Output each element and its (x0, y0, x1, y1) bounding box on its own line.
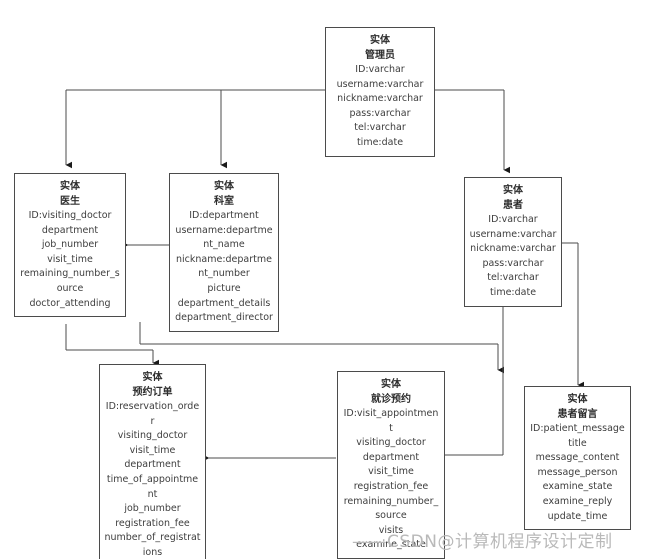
csdn-watermark: ——CSDN@计算机程序设计定制 (352, 532, 613, 552)
entity-attribute: username:varchar (469, 228, 557, 240)
entity-attribute: remaining_number_source (343, 495, 439, 522)
entity-attribute: ID:patient_message (530, 423, 625, 434)
entity-name-label: 医生 (60, 196, 80, 207)
entity-attribute: pass:varchar (482, 257, 544, 269)
entity-attribute: number_of_registrations (104, 532, 201, 558)
entity-attribute: examine_state (356, 539, 426, 551)
entity-kind-label: 实体 (60, 181, 80, 192)
entity-attribute: visit_time (368, 466, 414, 478)
entity-attribute: ID:varchar (488, 214, 538, 225)
entity-attribute: tel:varchar (487, 272, 539, 284)
entity-attribute: time_of_appointment (106, 473, 199, 500)
entity-attribute: job_number (124, 503, 181, 515)
entity-name-label: 管理员 (365, 50, 395, 61)
entity-kind-label: 实体 (142, 372, 163, 383)
entity-attribute: registration_fee (353, 480, 429, 492)
entity-attribute: tel:varchar (354, 122, 406, 134)
entity-attribute: visit_time (129, 444, 176, 456)
entity-name-label: 预约订单 (132, 387, 173, 398)
entity-name-label: 患者 (503, 200, 523, 211)
entity-attribute: nickname:varchar (470, 243, 556, 255)
entity-attribute: nickname:department_number (176, 253, 272, 280)
entity-attribute: title (568, 437, 587, 449)
entity-attribute: visits (378, 524, 404, 536)
entity-attribute: time:date (356, 136, 404, 148)
entity-reservation-order[interactable]: 实体 预约订单 ID:reservation_order visiting_do… (99, 364, 206, 559)
entity-name-label: 就诊预约 (371, 394, 411, 405)
entity-kind-label: 实体 (381, 379, 401, 390)
entity-attribute: username:department_name (175, 224, 273, 251)
entity-attribute: pass:varchar (349, 107, 411, 119)
entity-attribute: department (41, 224, 99, 236)
entity-name-label: 患者留言 (557, 409, 598, 420)
entity-kind-label: 实体 (503, 185, 523, 196)
entity-attribute: ID:visit_appointment (343, 408, 439, 434)
entity-doctor[interactable]: 实体 医生 ID:visiting_doctor department job_… (14, 173, 126, 318)
entity-attribute: ID:reservation_order (105, 401, 200, 427)
entity-attribute: username:varchar (336, 78, 424, 90)
entity-attribute: visiting_doctor (117, 430, 188, 442)
entity-attribute: doctor_attending (29, 297, 111, 309)
entity-attribute: visit_time (47, 253, 93, 265)
entity-attribute: picture (207, 282, 241, 294)
entity-attribute: department_details (177, 297, 271, 309)
entity-attribute: examine_reply (542, 495, 613, 507)
entity-attribute: message_person (537, 466, 618, 478)
entity-kind-label: 实体 (214, 181, 234, 192)
entity-attribute: update_time (547, 510, 608, 522)
entity-attribute: examine_state (542, 481, 613, 493)
entity-name-label: 科室 (214, 196, 234, 207)
entity-attribute: registration_fee (115, 517, 190, 529)
entity-attribute: remaining_number_source (20, 268, 120, 294)
entity-patient[interactable]: 实体 患者 ID:varchar username:varchar nickna… (464, 177, 562, 307)
entity-attribute: ID:department (189, 210, 259, 221)
entity-department[interactable]: 实体 科室 ID:department username:department_… (169, 173, 279, 332)
entity-kind-label: 实体 (370, 35, 390, 46)
entity-attribute: ID:varchar (355, 64, 405, 75)
entity-visit-appointment[interactable]: 实体 就诊预约 ID:visit_appointment visiting_do… (337, 371, 445, 559)
entity-attribute: ID:visiting_doctor (28, 210, 112, 221)
entity-attribute: department_director (175, 312, 273, 324)
entity-kind-label: 实体 (567, 394, 588, 405)
entity-attribute: message_content (535, 452, 620, 464)
entity-attribute: nickname:varchar (337, 93, 423, 105)
entity-attribute: job_number (41, 239, 99, 251)
entity-attribute: time:date (489, 286, 537, 298)
entity-attribute: department (124, 459, 181, 471)
entity-patient-message[interactable]: 实体 患者留言 ID:patient_message title message… (524, 386, 631, 531)
entity-admin[interactable]: 实体 管理员 ID:varchar username:varchar nickn… (325, 27, 435, 157)
entity-attribute: department (362, 451, 420, 463)
entity-attribute: visiting_doctor (356, 437, 426, 449)
